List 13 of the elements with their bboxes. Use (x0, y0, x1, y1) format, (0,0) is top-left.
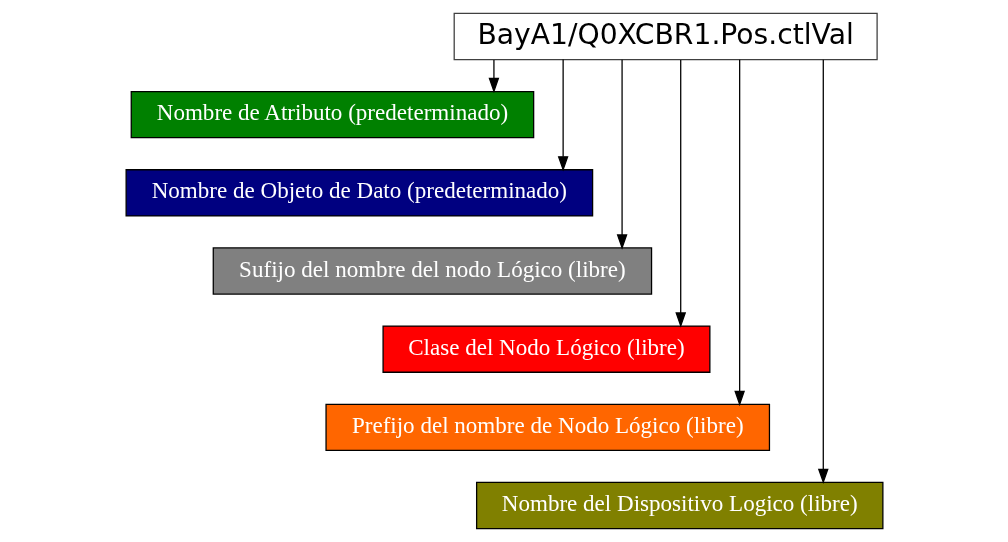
node-box: BayA1/Q0XCBR1.Pos.ctlVal (453, 12, 878, 61)
node-box: Prefijo del nombre de Nodo Lógico (libre) (324, 403, 770, 452)
node-box: Nombre de Atributo (predeterminado) (130, 90, 534, 139)
node-box: Clase del Nodo Lógico (libre) (381, 325, 710, 373)
arrow (817, 59, 829, 485)
arrow (488, 59, 499, 94)
arrow (733, 59, 745, 407)
node-box: Nombre del Dispositivo Logico (libre) (475, 481, 883, 530)
node-box: Nombre de Objeto de Dato (predeterminado) (125, 169, 593, 217)
arrow (674, 59, 686, 328)
arrow (557, 58, 569, 172)
node-box: Sufijo del nombre del nodo Lógico (libre) (212, 247, 652, 295)
arrow (616, 59, 627, 250)
